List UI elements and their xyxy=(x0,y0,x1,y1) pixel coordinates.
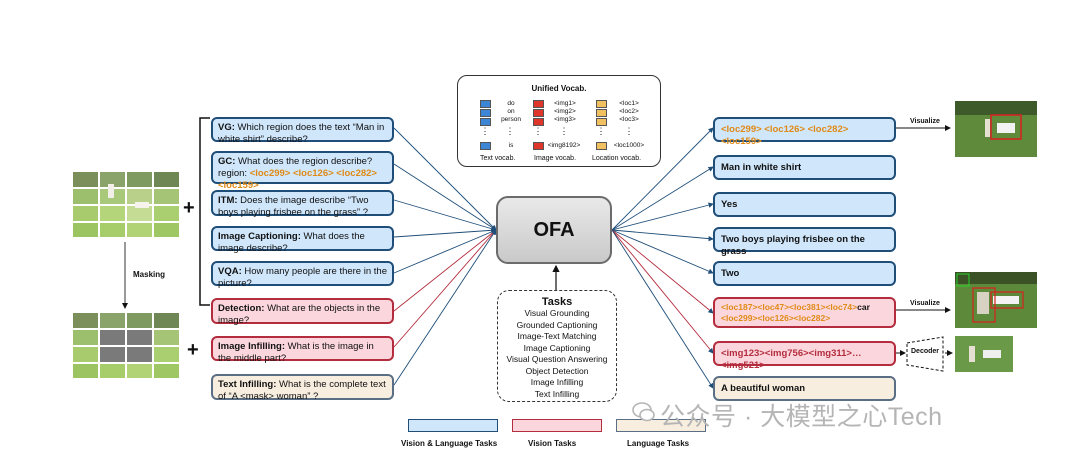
image-vocab-stack xyxy=(533,100,544,127)
dots-2: ⋮ xyxy=(505,126,515,136)
text-vocab-last xyxy=(480,142,491,151)
text-vocab-stack xyxy=(480,100,491,127)
image-vocab-tokens: <img1><img2><img3> xyxy=(554,100,576,123)
tasks-title: Tasks xyxy=(541,296,573,308)
plus-sign-top: + xyxy=(183,197,195,219)
output-captioning: Two boys playing frisbee on the grass xyxy=(713,227,896,257)
task-item: Text Infilling xyxy=(534,388,580,399)
text-vocab-label: Text vocab. xyxy=(480,155,516,162)
task-input-detection: Detection: What are the objects in the i… xyxy=(211,298,394,326)
location-vocab-last-token: <loc1000> xyxy=(613,142,645,149)
legend-swatch-vl xyxy=(408,419,498,432)
output-itm: Yes xyxy=(713,192,896,217)
location-vocab-last xyxy=(596,142,607,151)
task-input-text-infilling: Text Infilling: What is the complete tex… xyxy=(211,374,394,402)
location-vocab-tokens: <loc1><loc2><loc3> xyxy=(619,100,639,123)
task-input-itm: ITM: Does the image describe “Two boys p… xyxy=(211,190,394,218)
text-vocab-last-token: is xyxy=(508,142,514,149)
decoder-trapezoid xyxy=(906,336,944,372)
decoder-label: Decoder xyxy=(911,348,940,355)
task-input-captioning: Image Captioning: What does the image de… xyxy=(211,226,394,254)
task-input-gc: GC: What does the region describe? regio… xyxy=(211,151,394,191)
wechat-icon xyxy=(632,402,655,422)
output-image-infilling: <img123><img756><img311>…<img521> xyxy=(713,341,896,371)
output-vg: <loc299> <loc126> <loc282> <loc159> xyxy=(713,117,896,147)
legend-label-vision: Vision Tasks xyxy=(528,439,577,448)
watermark-text: 公众号 · 大模型之心Tech xyxy=(660,403,943,431)
tasks-box: Tasks Visual Grounding Grounded Captioni… xyxy=(497,290,617,402)
legend-swatch-vision xyxy=(512,419,602,432)
masked-image-grid xyxy=(73,313,179,378)
task-item: Object Detection xyxy=(525,365,589,376)
masking-label: Masking xyxy=(133,270,166,279)
legend-label-vl: Vision & Language Tasks xyxy=(401,439,498,448)
dots-4: ⋮ xyxy=(559,126,569,136)
task-item: Image Infilling xyxy=(530,377,584,387)
detection-result-image xyxy=(955,272,1037,328)
location-vocab-label: Location vocab. xyxy=(592,155,642,162)
task-input-vqa: VQA: How many people are there in the pi… xyxy=(211,261,394,289)
visualize-label-top: Visualize xyxy=(910,118,940,125)
vocab-title: Unified Vocab. xyxy=(531,84,587,93)
task-input-vg: VG: Which region does the text “Man in w… xyxy=(211,117,394,145)
task-input-image-infilling: Image Infilling: What is the image in th… xyxy=(211,336,394,364)
task-item: Grounded Captioning xyxy=(516,319,598,330)
legend-label-language: Language Tasks xyxy=(627,439,690,448)
dots-6: ⋮ xyxy=(624,126,634,136)
dots-1: ⋮ xyxy=(480,126,490,136)
infilled-result-image xyxy=(955,336,1013,372)
task-item: Image-Text Matching xyxy=(517,331,597,341)
output-detection: <loc187><loc47><loc381><loc74>car<loc299… xyxy=(713,297,896,328)
ofa-model-box: OFA xyxy=(496,196,612,264)
image-vocab-label: Image vocab. xyxy=(534,155,577,162)
task-item: Visual Question Answering xyxy=(506,354,608,364)
task-item: Visual Grounding xyxy=(524,308,590,318)
dots-3: ⋮ xyxy=(533,126,543,136)
location-vocab-stack xyxy=(596,100,607,127)
plus-sign-bottom: + xyxy=(187,339,199,361)
output-gc: Man in white shirt xyxy=(713,155,896,180)
image-vocab-last-token: <img8192> xyxy=(547,142,581,149)
task-item: Image Captioning xyxy=(523,342,591,353)
vg-result-image xyxy=(955,101,1037,157)
legend-swatch-language xyxy=(616,419,706,432)
dots-5: ⋮ xyxy=(596,126,606,136)
input-image-grid xyxy=(73,172,179,237)
output-vqa: Two xyxy=(713,261,896,286)
output-text-infilling: A beautiful woman xyxy=(713,376,896,401)
visualize-label-bottom: Visualize xyxy=(910,300,940,307)
image-vocab-last xyxy=(533,142,544,151)
